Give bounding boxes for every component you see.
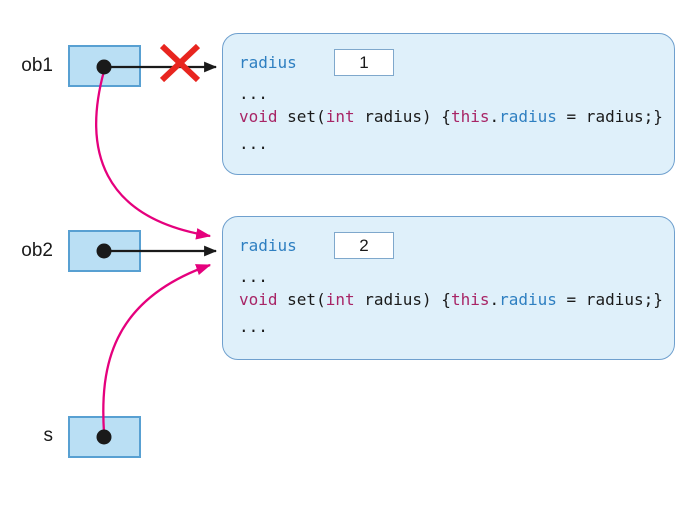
ellipsis-line: ... bbox=[239, 134, 268, 153]
arrow-ob1-to-object2 bbox=[95, 70, 212, 240]
ref-label-s: s bbox=[43, 425, 54, 446]
field-identifier: radius bbox=[499, 290, 557, 309]
field-name-label: radius bbox=[239, 53, 297, 72]
code-text: = radius;} bbox=[556, 290, 663, 309]
object-panel-2: radius 2 ... void set(int radius) {this.… bbox=[222, 216, 675, 360]
arrow-s-to-object2 bbox=[102, 263, 212, 434]
field-value: 1 bbox=[359, 52, 369, 72]
field-value: 2 bbox=[359, 235, 369, 255]
code-text: radius) { bbox=[354, 290, 451, 309]
field-name-label: radius bbox=[239, 236, 297, 255]
keyword-this: this bbox=[450, 290, 490, 309]
ellipsis-line: ... bbox=[239, 267, 268, 286]
keyword-void: void bbox=[239, 290, 278, 309]
keyword-int: int bbox=[325, 107, 355, 126]
field-row: radius 2 bbox=[239, 232, 660, 259]
code-text: = radius;} bbox=[556, 107, 663, 126]
ref-label-ob2: ob2 bbox=[21, 240, 53, 261]
field-row: radius 1 bbox=[239, 49, 660, 76]
code-text: radius) { bbox=[354, 107, 451, 126]
code-text: . bbox=[489, 107, 500, 126]
code-text: set( bbox=[277, 290, 326, 309]
code-text: . bbox=[489, 290, 500, 309]
keyword-this: this bbox=[450, 107, 490, 126]
field-identifier: radius bbox=[499, 107, 557, 126]
ref-box-s bbox=[68, 416, 141, 458]
ellipsis-line: ... bbox=[239, 84, 268, 103]
ref-box-ob1 bbox=[68, 45, 141, 87]
object-panel-1: radius 1 ... void set(int radius) {this.… bbox=[222, 33, 675, 175]
broken-link-x-icon bbox=[159, 43, 201, 83]
code-line: void set(int radius) {this.radius = radi… bbox=[239, 107, 664, 127]
ref-box-ob2 bbox=[68, 230, 141, 272]
keyword-int: int bbox=[325, 290, 355, 309]
keyword-void: void bbox=[239, 107, 278, 126]
ref-label-ob1: ob1 bbox=[21, 55, 53, 76]
code-line: void set(int radius) {this.radius = radi… bbox=[239, 290, 664, 310]
code-text: set( bbox=[277, 107, 326, 126]
ellipsis-line: ... bbox=[239, 317, 268, 336]
field-value-box: 2 bbox=[334, 232, 394, 259]
field-value-box: 1 bbox=[334, 49, 394, 76]
